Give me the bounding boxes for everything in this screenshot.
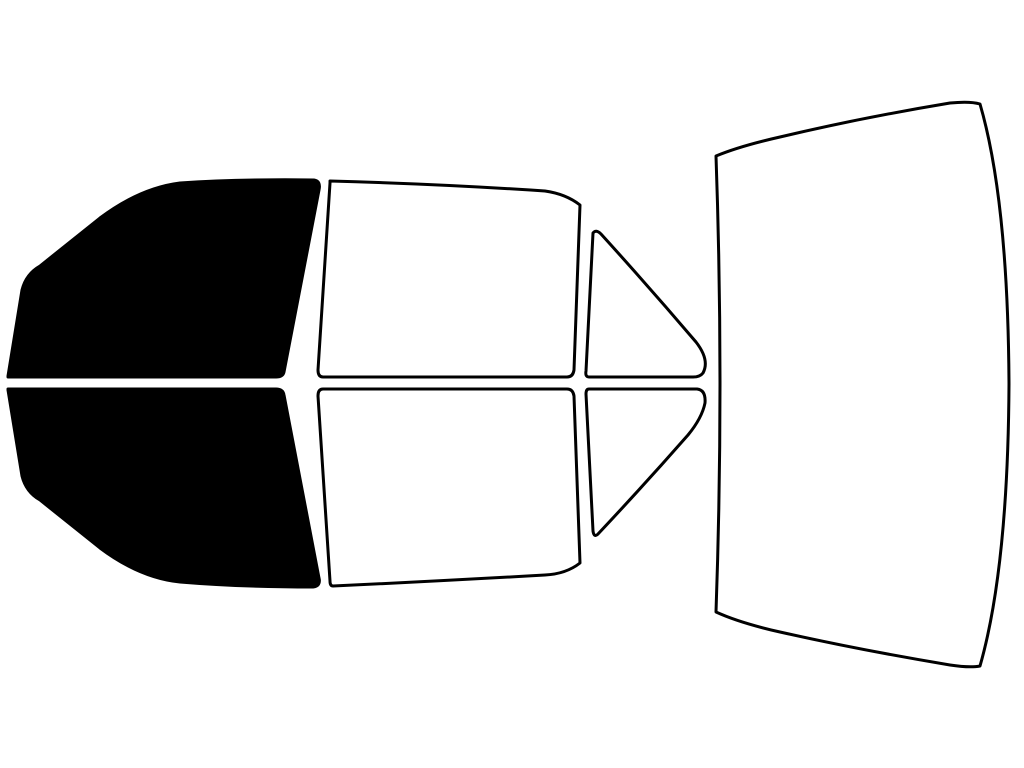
rear-driver-quarter-window[interactable]	[584, 229, 707, 379]
back-windshield[interactable]	[714, 100, 1011, 669]
front-passenger-window[interactable]	[6, 387, 321, 589]
front-driver-window[interactable]	[6, 178, 321, 379]
rear-passenger-window[interactable]	[316, 387, 582, 588]
rear-driver-window[interactable]	[316, 179, 582, 379]
rear-passenger-quarter-window[interactable]	[584, 387, 707, 537]
